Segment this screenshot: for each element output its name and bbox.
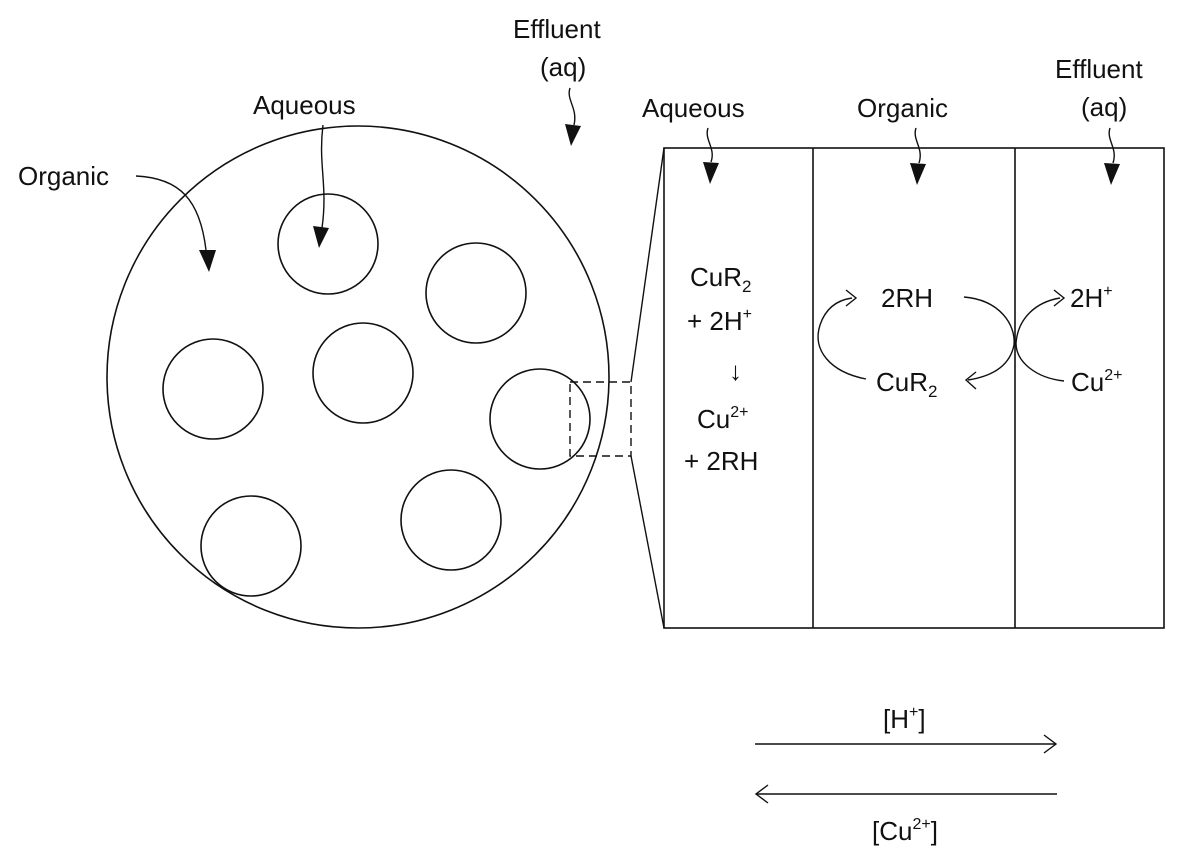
zoom-box	[570, 382, 631, 456]
aqueous-label: Aqueous	[253, 90, 356, 120]
organic-cycle-arrowhead-right	[966, 372, 976, 389]
aqueous-pointer-head	[313, 226, 329, 248]
aqueous-column-pointer-head	[703, 162, 719, 184]
aqueous-droplet	[401, 470, 501, 570]
aqueous-column-pointer	[707, 128, 712, 162]
effluent-cycle-2h: 2H+	[1070, 283, 1113, 313]
reaction-reactant-2h: + 2H+	[687, 306, 752, 336]
effluent-column-pointer	[1109, 128, 1114, 163]
aqueous-droplet	[426, 243, 526, 343]
organic-pointer	[136, 176, 206, 250]
aqueous-pointer	[322, 125, 324, 228]
effluent-cycle-cu: Cu2+	[1071, 367, 1123, 397]
aqueous-droplet	[490, 369, 590, 469]
organic-column-label: Organic	[857, 93, 948, 123]
reaction-product-2rh: + 2RH	[684, 446, 758, 476]
effluent-label-line2: (aq)	[540, 52, 586, 82]
reaction-reactant-cur2: CuR2	[690, 262, 751, 296]
organic-cycle-2rh: 2RH	[881, 283, 933, 313]
aqueous-droplet	[313, 323, 413, 423]
cu-gradient-label: [Cu2+]	[872, 816, 938, 846]
aqueous-droplet	[278, 194, 378, 294]
reaction-product-cu: Cu2+	[697, 404, 749, 434]
aqueous-droplet	[201, 496, 301, 596]
organic-pointer-head	[199, 250, 216, 272]
reaction-down-arrow: ↓	[729, 356, 742, 386]
organic-cycle-arc-right	[964, 297, 1014, 380]
h-gradient-label: [H+]	[883, 704, 926, 734]
organic-cycle-arc-left	[818, 298, 866, 379]
effluent-cycle-arc	[1016, 298, 1064, 381]
effluent-pointer	[569, 88, 575, 125]
organic-column-pointer-head	[910, 163, 926, 185]
effluent-column-label-line2: (aq)	[1081, 92, 1127, 122]
effluent-column-label-line1: Effluent	[1055, 54, 1143, 84]
zoom-connector-top	[631, 148, 664, 382]
zoom-connector-bottom	[631, 456, 664, 628]
aqueous-droplet	[163, 339, 263, 439]
effluent-pointer-head	[565, 124, 581, 146]
effluent-label-line1: Effluent	[513, 14, 601, 44]
organic-droplet	[107, 126, 609, 628]
effluent-column-pointer-head	[1104, 163, 1120, 185]
organic-column-pointer	[915, 128, 920, 163]
organic-label: Organic	[18, 161, 109, 191]
aqueous-column-label: Aqueous	[642, 93, 745, 123]
organic-cycle-cur2: CuR2	[876, 367, 937, 401]
